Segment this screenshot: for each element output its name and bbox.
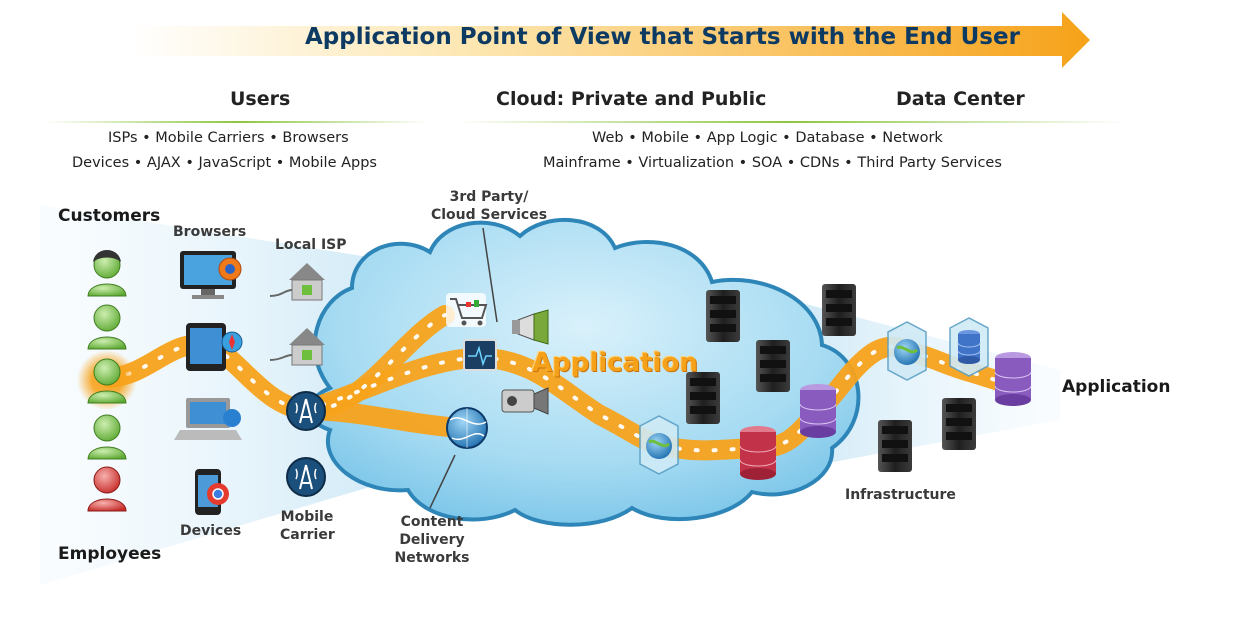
user-icon-4 xyxy=(87,414,127,460)
banner-arrow xyxy=(130,12,1090,68)
cloud-divider xyxy=(455,121,1125,123)
user-icon-1 xyxy=(87,250,127,297)
cube-database-icon xyxy=(949,317,989,377)
antenna-icon-1 xyxy=(286,391,326,431)
globe-icon xyxy=(446,407,488,449)
mobile-carrier-label: Mobile Carrier xyxy=(280,508,335,544)
devices-label: Devices xyxy=(180,523,242,539)
cloud-tags-line1: Web • Mobile • App Logic • Database • Ne… xyxy=(592,130,943,146)
application-label: Application xyxy=(1062,377,1171,397)
cdn-leader xyxy=(429,454,456,509)
users-tags-line2: Devices • AJAX • JavaScript • Mobile App… xyxy=(72,155,377,171)
third-party-label: 3rd Party/ Cloud Services xyxy=(430,188,548,224)
laptop-icon xyxy=(174,398,242,440)
cdn-line2: Delivery xyxy=(399,532,465,548)
user-icon-2 xyxy=(87,304,127,350)
house-icon-2 xyxy=(269,328,325,366)
phone-icon xyxy=(195,469,229,515)
cdn-line3: Networks xyxy=(394,550,470,566)
server-icon-2 xyxy=(756,340,790,392)
employees-label: Employees xyxy=(58,544,162,564)
cart-icon xyxy=(446,293,488,327)
user-icon-highlighted xyxy=(77,350,137,410)
server-icon-4 xyxy=(822,284,856,336)
database-icon-red xyxy=(739,426,777,480)
browsers-label: Browsers xyxy=(173,224,247,240)
mobile-carrier-line2: Carrier xyxy=(280,527,335,543)
cloud-tags-line2: Mainframe • Virtualization • SOA • CDNs … xyxy=(543,155,1002,171)
server-icon-5 xyxy=(878,420,912,472)
section-title-cloud: Cloud: Private and Public xyxy=(496,88,767,110)
server-icon-1 xyxy=(706,290,740,342)
right-beam xyxy=(790,300,1060,470)
users-tags-line1: ISPs • Mobile Carriers • Browsers xyxy=(108,130,349,146)
database-icon-purple-1 xyxy=(799,384,837,438)
users-divider xyxy=(45,121,430,123)
user-icon-red xyxy=(87,466,127,512)
third-party-line2: Cloud Services xyxy=(430,207,548,223)
section-title-users: Users xyxy=(230,88,291,110)
application-cloud-label: Application xyxy=(532,348,698,378)
third-party-line1: 3rd Party/ xyxy=(449,189,529,205)
server-icon-3 xyxy=(686,372,720,424)
database-icon-purple-2 xyxy=(994,352,1032,406)
cube-globe-icon-2 xyxy=(887,321,927,381)
banner-title: Application Point of View that Starts wi… xyxy=(305,24,1020,50)
camera-icon xyxy=(501,387,549,415)
house-icon-1 xyxy=(269,263,325,301)
antenna-icon-2 xyxy=(286,457,326,497)
local-isp-label: Local ISP xyxy=(275,237,347,253)
tablet-icon xyxy=(186,323,243,371)
server-icon-6 xyxy=(942,398,976,450)
cdn-line1: Content xyxy=(400,514,464,530)
monitor-pulse-icon xyxy=(463,339,497,371)
third-party-leader xyxy=(482,227,498,323)
cdn-label: Content Delivery Networks xyxy=(392,513,472,567)
customers-label: Customers xyxy=(58,206,161,226)
section-title-datacenter: Data Center xyxy=(896,88,1025,110)
cube-globe-icon-1 xyxy=(639,415,679,475)
infrastructure-label: Infrastructure xyxy=(845,487,956,503)
megaphone-icon xyxy=(512,309,549,345)
mobile-carrier-line1: Mobile xyxy=(280,509,334,525)
monitor-icon xyxy=(180,251,242,299)
